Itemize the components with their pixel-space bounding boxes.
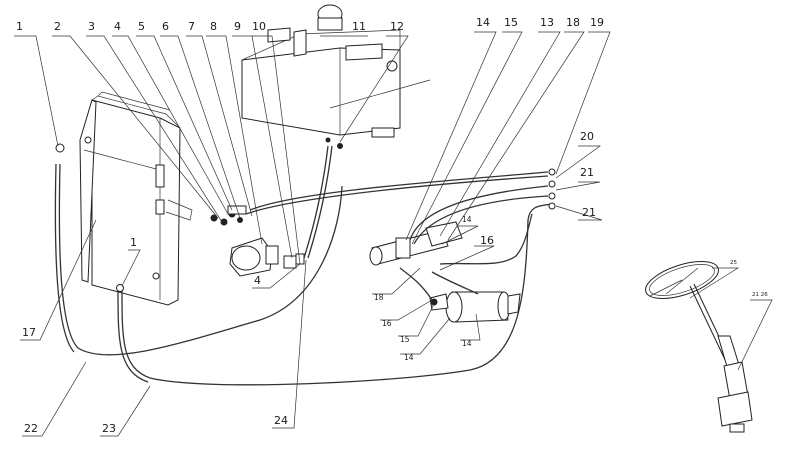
label-11: 11	[352, 20, 366, 33]
label-14-cylinder-bottom: 14	[462, 339, 472, 348]
label-1: 1	[16, 20, 23, 33]
label-24: 24	[274, 414, 288, 427]
label-21-upper: 21	[580, 166, 594, 179]
label-21-lower: 21	[582, 206, 596, 219]
label-16-upper: 16	[480, 234, 494, 247]
label-14: 14	[476, 16, 490, 29]
label-23: 23	[102, 422, 116, 435]
label-20: 20	[580, 130, 594, 143]
steering-wheel	[645, 261, 753, 433]
label-6: 6	[162, 20, 169, 33]
label-14-cylinder-top: 14	[462, 215, 472, 224]
label-12: 12	[390, 20, 404, 33]
label-22: 22	[24, 422, 38, 435]
hoses	[54, 143, 556, 386]
label-4-lower: 4	[254, 274, 261, 287]
label-18-lower: 18	[374, 293, 384, 302]
label-16-lower: 16	[382, 319, 392, 328]
label-2: 2	[54, 20, 61, 33]
label-15: 15	[504, 16, 518, 29]
label-3: 3	[88, 20, 95, 33]
label-4: 4	[114, 20, 121, 33]
pump	[210, 205, 305, 277]
label-7: 7	[188, 20, 195, 33]
steering-cylinders	[369, 221, 521, 323]
leader-lines	[14, 31, 773, 437]
part-labels: 1 2 3 4 5 6 7 8 9 10 11 12 14 15 13 18 1…	[16, 16, 768, 435]
label-5: 5	[138, 20, 145, 33]
label-21-26: 21 26	[752, 292, 768, 298]
label-14-lower: 14	[404, 353, 414, 362]
label-9: 9	[234, 20, 241, 33]
label-10: 10	[252, 20, 266, 33]
label-15-lower: 15	[400, 335, 410, 344]
label-25: 25	[730, 260, 737, 266]
label-1-lower: 1	[130, 236, 137, 249]
label-19: 19	[590, 16, 604, 29]
label-13: 13	[540, 16, 554, 29]
label-8: 8	[210, 20, 217, 33]
label-17: 17	[22, 326, 36, 339]
radiator	[79, 91, 193, 306]
label-18: 18	[566, 16, 580, 29]
